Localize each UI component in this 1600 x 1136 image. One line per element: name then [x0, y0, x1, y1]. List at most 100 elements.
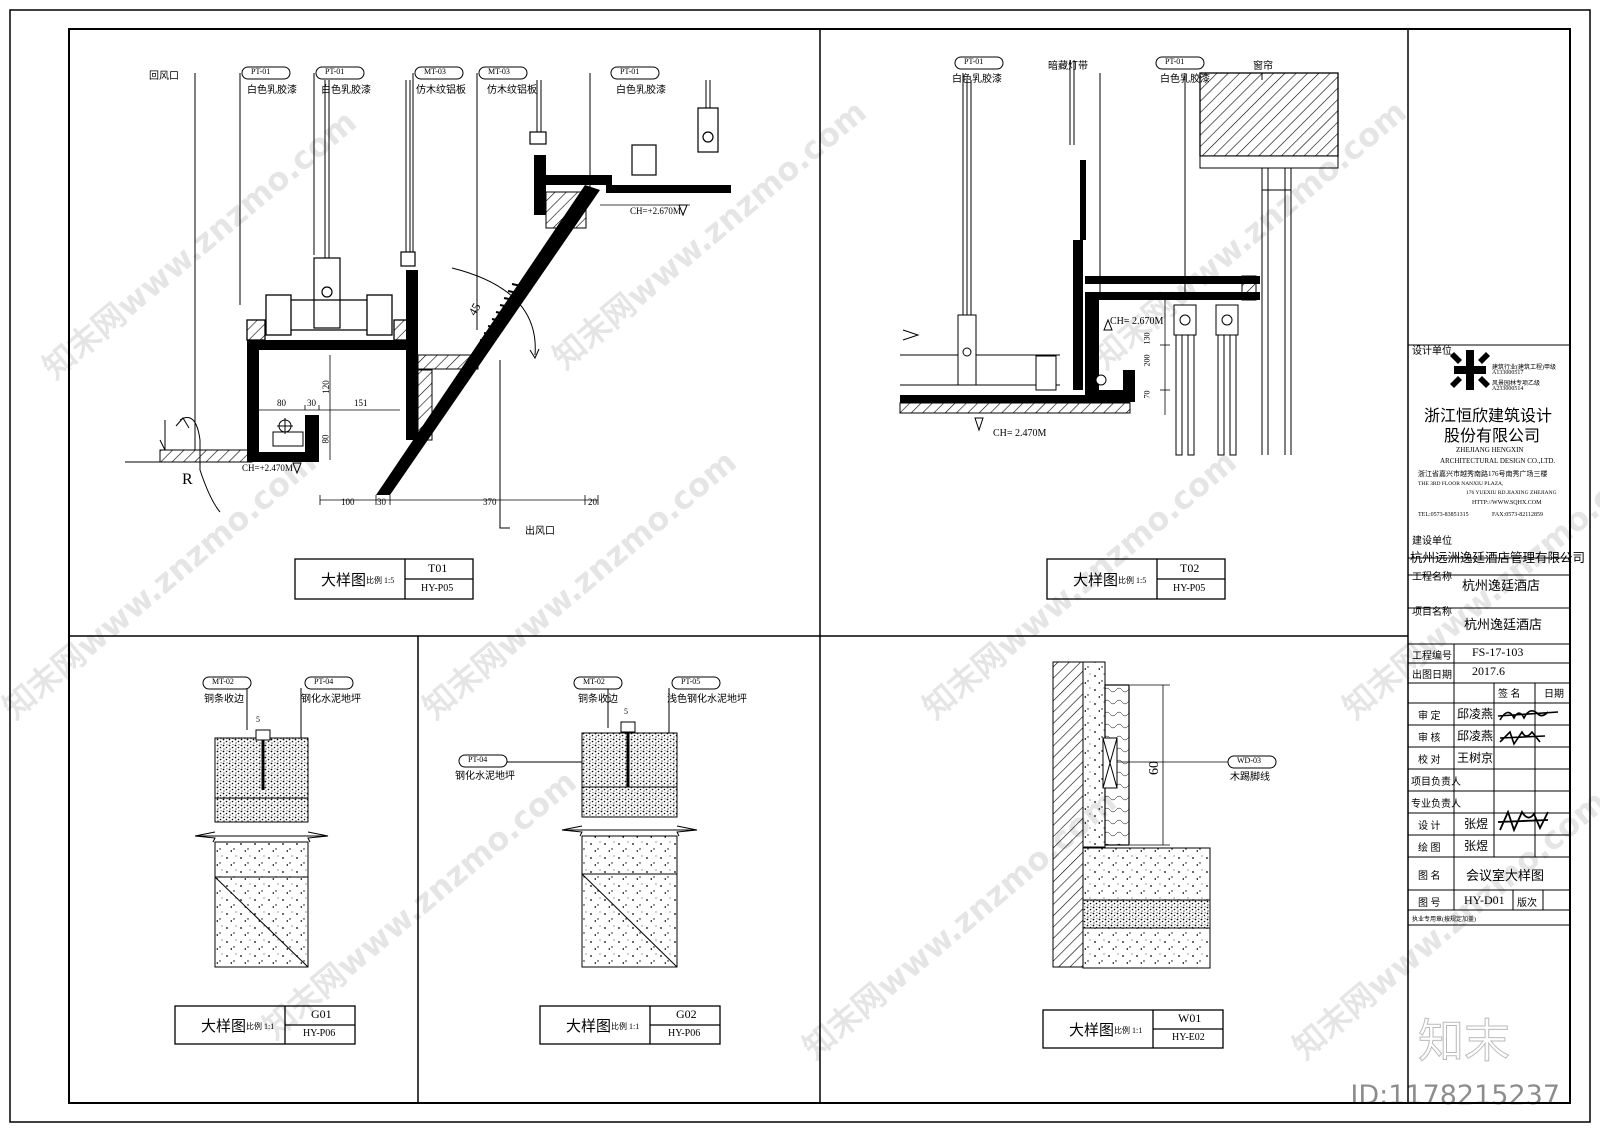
drawing-no: HY-D01 — [1464, 893, 1505, 907]
detail-title: 大样图 — [201, 1019, 247, 1035]
signature-scribble — [1497, 710, 1559, 721]
tag-text: 窗帘 — [1253, 61, 1273, 72]
seal-note: 执业专用章(按规定加盖) — [1412, 917, 1476, 923]
role-name: 邱凌燕 — [1457, 729, 1494, 743]
leader-line — [499, 525, 510, 529]
drawing-name-label: 图 名 — [1418, 871, 1441, 882]
detail-w01 — [1052, 661, 1228, 969]
detail-ref: HY-P05 — [421, 583, 454, 594]
tel: TEL:0573-83851315 — [1418, 512, 1469, 518]
item-label: 项目名称 — [1412, 607, 1452, 618]
tag-code: MT-03 — [488, 67, 510, 76]
company-name-cn: 浙江恒欣建筑设计 — [1424, 408, 1553, 425]
detail-ref: HY-P06 — [668, 1028, 701, 1039]
detail-g02 — [460, 688, 698, 968]
role-label: 设 计 — [1418, 821, 1441, 832]
ch-high-label: CH=+2.670M — [630, 206, 681, 216]
tag-code: PT-01 — [1165, 57, 1185, 66]
qualification-line: A133000517 — [1492, 370, 1524, 376]
dim-label: 200 — [1142, 354, 1152, 367]
detail-title: 大样图 — [321, 573, 367, 589]
watermark-brand: 知末 — [1418, 1014, 1511, 1069]
role-name: 邱凌燕 — [1457, 707, 1494, 721]
detail-code: T02 — [1180, 561, 1200, 575]
address-cn: 浙江省嘉兴市越秀南路176号南秀广场三楼 — [1418, 470, 1548, 478]
role-label: 绘 图 — [1418, 843, 1441, 854]
ch-low-label: CH=+2.470M — [242, 463, 293, 473]
tag-text: 白色乳胶漆 — [247, 85, 297, 96]
company-logo — [1450, 350, 1490, 390]
detail-t01 — [125, 73, 731, 529]
return-air-label: 回风口 — [149, 71, 179, 82]
tag-text: 钢化水泥地坪 — [455, 771, 515, 782]
dim-label: 5 — [624, 707, 628, 716]
role-label: 项目负责人 — [1411, 777, 1461, 788]
detail-code: T01 — [428, 561, 448, 575]
detail-ref: HY-P05 — [1173, 583, 1206, 594]
address-en: THE 3RD FLOOR NANXIU PLAZA, — [1418, 481, 1504, 487]
role-label: 审 定 — [1418, 711, 1441, 722]
detail-g01 — [194, 688, 329, 968]
detail-title: 大样图 — [1069, 1023, 1115, 1039]
dim-label: 100 — [341, 497, 355, 507]
detail-scale: 比例 1:1 — [1114, 1026, 1143, 1035]
tag-code: PT-01 — [620, 67, 640, 76]
detail-scale: 比例 1:1 — [246, 1022, 275, 1031]
detail-t02 — [899, 60, 1339, 456]
ch-high-label: CH= 2.670M — [1110, 316, 1164, 327]
r-mark: R — [182, 471, 193, 488]
tag-code: PT-04 — [468, 755, 488, 764]
detail-code: G01 — [311, 1007, 332, 1021]
tag-code: PT-01 — [964, 57, 984, 66]
ch-low-label: CH= 2.470M — [993, 428, 1047, 439]
dim-label: 20 — [588, 497, 597, 507]
dim-label: 60 — [1147, 761, 1162, 775]
dim-label: 80 — [320, 434, 331, 444]
address-en: 176 YUEXIU RD.JIAXING ZHEJIANG — [1466, 490, 1557, 496]
role-name: 张煜 — [1464, 817, 1489, 831]
client-name: 杭州远洲逸廷酒店管理有限公司 — [1410, 551, 1586, 565]
tag-text: 暗藏灯带 — [1048, 61, 1088, 72]
dim-label: 30 — [377, 497, 386, 507]
tag-text: 白色乳胶漆 — [321, 85, 371, 96]
tag-code: PT-01 — [325, 67, 345, 76]
tag-text: 白色乳胶漆 — [616, 85, 666, 96]
supply-air-label: 出风口 — [525, 526, 555, 537]
qualification-line: A233000514 — [1492, 386, 1524, 392]
fax: FAX:0573-82112859 — [1492, 512, 1543, 518]
tag-text: 仿木纹铝板 — [487, 85, 537, 96]
detail-scale: 比例 1:5 — [1118, 576, 1147, 585]
tag-text: 钢化水泥地坪 — [301, 694, 361, 705]
tag-code: WD-03 — [1237, 756, 1261, 765]
company-name-en: ARCHITECTURAL DESIGN CO.,LTD. — [1440, 457, 1556, 465]
dim-label: 151 — [354, 398, 368, 408]
dim-label: 370 — [483, 497, 497, 507]
project-label: 工程名称 — [1412, 572, 1452, 583]
detail-scale: 比例 1:1 — [611, 1022, 640, 1031]
tag-code: MT-03 — [424, 67, 446, 76]
detail-title: 大样图 — [566, 1019, 612, 1035]
dim-label: 5 — [256, 715, 260, 724]
dim-label: 30 — [307, 398, 316, 408]
outer-border — [9, 9, 1591, 1123]
tag-code: MT-02 — [212, 677, 234, 686]
dim-label: 70 — [1142, 390, 1152, 399]
company-name-en: ZHEJIANG HENGXIN — [1456, 446, 1524, 454]
client-label: 建设单位 — [1412, 536, 1452, 547]
label-box-frames — [174, 558, 1226, 1049]
tag-code: PT-05 — [681, 677, 701, 686]
item-name: 杭州逸廷酒店 — [1464, 617, 1543, 632]
sign-header: 签 名 — [1498, 689, 1521, 700]
website: HTTP://WWW.SQHX.COM — [1472, 500, 1542, 506]
role-name: 张煜 — [1464, 839, 1489, 853]
role-name: 王树京 — [1457, 751, 1494, 765]
title-block-grid — [1407, 344, 1571, 926]
tag-text: 白色乳胶漆 — [1160, 74, 1210, 85]
tag-text: 浅色钢化水泥地坪 — [667, 694, 747, 705]
revision-label: 版次 — [1517, 898, 1537, 909]
tag-text: 木踢脚线 — [1230, 772, 1270, 783]
dim-label: 130 — [1142, 332, 1152, 345]
tag-text: 铜条收边 — [578, 694, 618, 705]
detail-code: W01 — [1178, 1011, 1202, 1025]
